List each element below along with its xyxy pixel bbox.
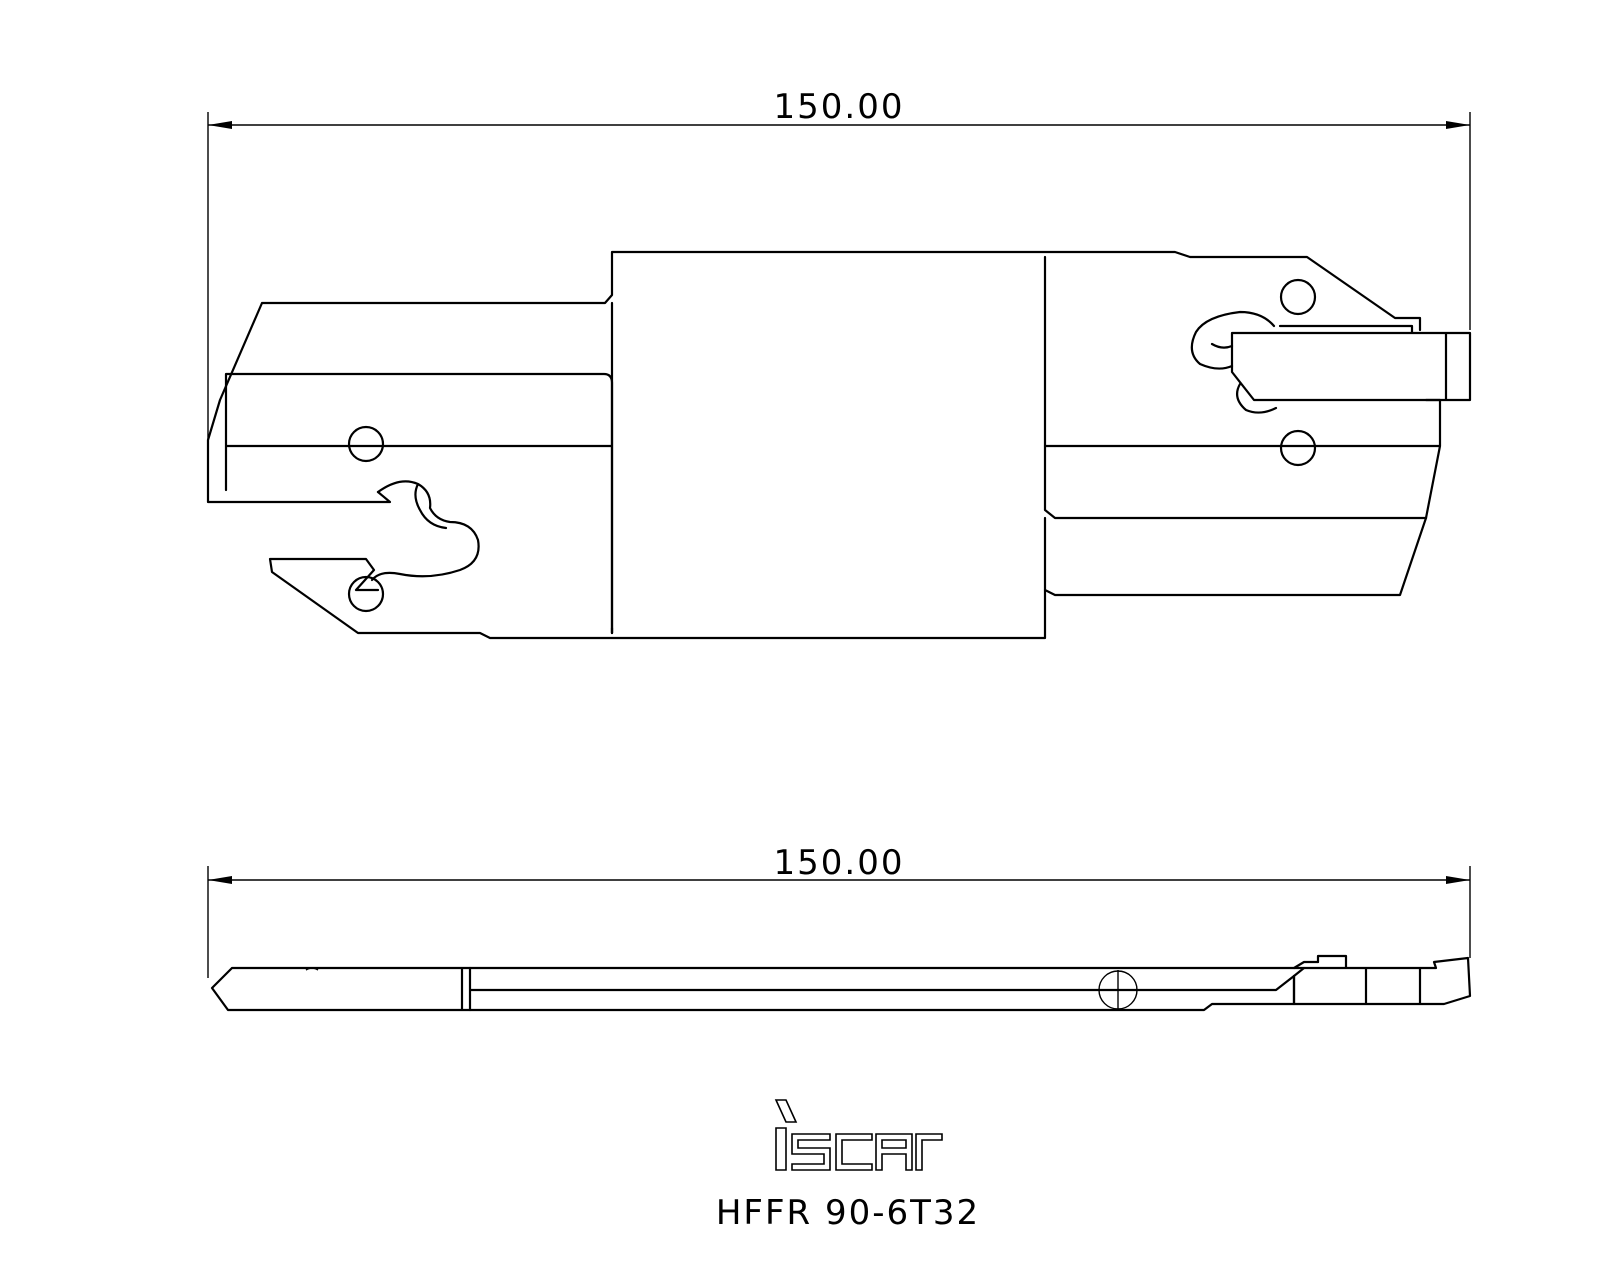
top-view: 150.00 (206, 87, 1472, 640)
top-arrow-right (1446, 121, 1470, 129)
side-view: 150.00 (207, 843, 1472, 1012)
logo-s (791, 1133, 831, 1171)
top-right-insert (1230, 324, 1472, 402)
logo-r (915, 1133, 943, 1171)
top-left-clamp-slot (370, 480, 480, 582)
top-center-section (610, 301, 1428, 635)
top-left-hole-upper (347, 425, 385, 463)
top-left-blade (268, 557, 1047, 640)
logo-i (775, 1127, 787, 1171)
title-block: HFFR 90-6T32 (716, 1099, 980, 1233)
top-dimension: 150.00 (207, 87, 1471, 492)
side-dimension: 150.00 (207, 843, 1471, 978)
top-left-hole-lower (347, 575, 385, 613)
side-shank-inner (468, 966, 1296, 1012)
datum-hatch (1117, 970, 1138, 991)
side-arrow-left (208, 876, 232, 884)
side-shank-outline (210, 960, 1320, 1012)
iscar-logo (774, 1099, 943, 1171)
logo-i-dot (774, 1099, 798, 1123)
part-number: HFFR 90-6T32 (716, 1193, 980, 1233)
top-body-outline (206, 250, 1428, 520)
side-head-outline (1292, 954, 1472, 1006)
top-left-pocket (224, 372, 614, 635)
side-detail-mark (305, 967, 319, 971)
top-dimension-label: 150.00 (774, 87, 905, 127)
top-right-pocket (1043, 398, 1442, 520)
top-arrow-left (208, 121, 232, 129)
side-arrow-right (1446, 876, 1470, 884)
side-datum-symbol (1098, 970, 1138, 1010)
logo-c (835, 1133, 873, 1171)
top-right-hole-upper (1279, 278, 1317, 316)
side-dimension-label: 150.00 (774, 843, 905, 883)
logo-a (875, 1133, 913, 1171)
top-right-hole-lower (1279, 429, 1317, 467)
top-right-clamp-slot (1190, 310, 1278, 414)
